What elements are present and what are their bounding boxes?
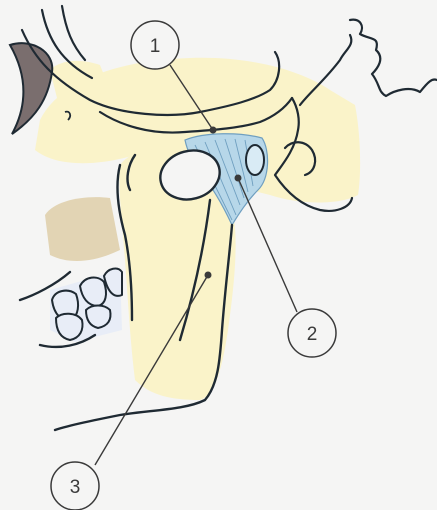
callout-3: 3	[51, 462, 99, 510]
callout-1: 1	[131, 21, 179, 69]
leader-dot-2	[235, 175, 242, 182]
jaw-shadow	[45, 197, 120, 261]
callout-1-label: 1	[150, 36, 161, 57]
leader-dot-3	[205, 272, 212, 279]
ligament-small-oval	[246, 145, 264, 175]
callout-2-label: 2	[307, 324, 318, 345]
leader-dot-1	[210, 127, 217, 134]
callout-3-label: 3	[70, 477, 81, 498]
callout-2: 2	[288, 309, 336, 357]
